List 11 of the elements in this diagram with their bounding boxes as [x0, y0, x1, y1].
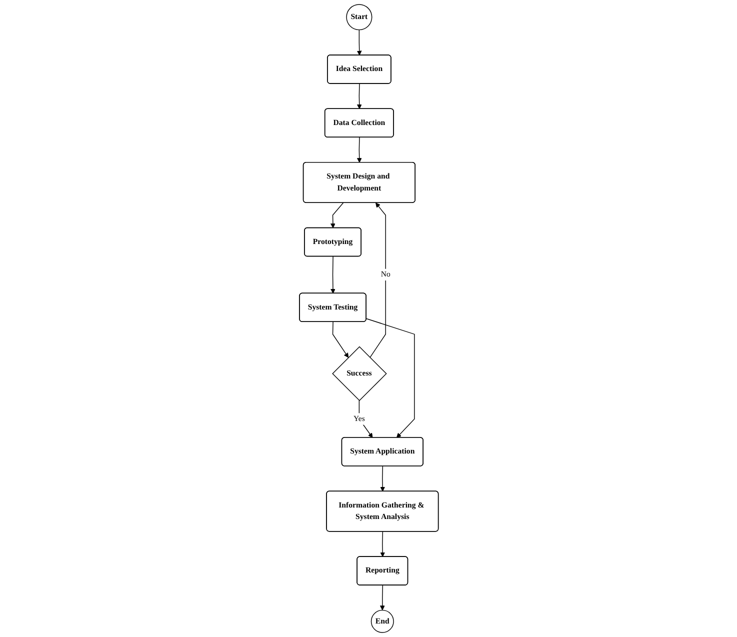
arrow: [366, 318, 414, 438]
arrow: [356, 83, 362, 110]
arrow: [369, 202, 386, 358]
arrow: [330, 202, 344, 228]
arrow: [330, 256, 336, 294]
arrow: [380, 466, 385, 492]
arrow: [332, 322, 348, 358]
arrow: [380, 531, 385, 558]
arrow: [356, 29, 362, 56]
arrow: [380, 584, 384, 610]
arrow: [356, 137, 362, 163]
